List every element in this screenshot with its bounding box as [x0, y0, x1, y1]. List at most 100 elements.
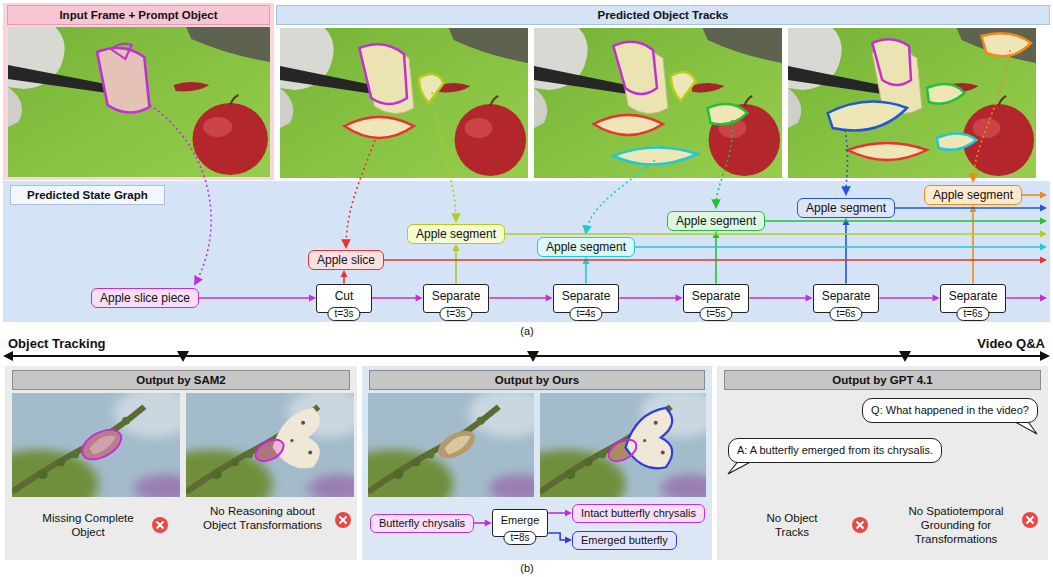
panel-heading: Predicted State Graph — [10, 185, 165, 205]
panel-heading: Output by Ours — [369, 370, 705, 390]
state-node: Apple segment — [407, 224, 505, 244]
art-shape — [444, 436, 470, 455]
panel-heading: Input Frame + Prompt Object — [7, 5, 270, 25]
node-label: Separate — [949, 289, 998, 303]
connector — [619, 295, 682, 302]
connector-line — [845, 224, 847, 284]
art-shape — [505, 388, 721, 519]
art-shape — [671, 72, 696, 101]
connector — [452, 244, 459, 284]
art-shape — [0, 388, 195, 519]
art-shape — [340, 517, 347, 524]
pointer-arrow — [586, 160, 655, 233]
arrow-head — [309, 295, 316, 302]
art-shape — [335, 512, 351, 528]
node-label: Apple segment — [416, 227, 496, 241]
caption-label: Missing Complete Object — [28, 512, 148, 540]
art-shape — [252, 435, 288, 465]
panel: Output by OursButterfly chrysalis Emerget… — [362, 366, 712, 560]
connector-line — [879, 297, 933, 299]
node-label: t=5s — [706, 308, 725, 320]
node-label: Apple slice — [317, 253, 375, 267]
spectrum-axis — [3, 351, 1050, 362]
art-shape — [150, 388, 369, 519]
arrow-head — [676, 295, 683, 302]
art-shape — [1027, 517, 1034, 524]
art-shape — [534, 28, 782, 178]
art-shape — [12, 355, 1041, 357]
caption-label: Video Q&A — [895, 336, 1045, 352]
node-label: t=4s — [576, 308, 595, 320]
state-lane — [895, 205, 1047, 212]
pointer-arrow — [716, 120, 732, 207]
node-label: Cut — [325, 289, 363, 303]
pointer-arrow — [973, 50, 1010, 181]
video-frame — [788, 28, 1036, 178]
connector-line — [343, 276, 345, 284]
pointer-arrow — [432, 92, 456, 221]
arrow-head — [1040, 192, 1047, 199]
fail-mark — [1022, 512, 1038, 528]
panel: Input Frame + Prompt Object — [3, 3, 274, 180]
node-label: t=3s — [446, 308, 465, 320]
caption-label: Object Tracking — [8, 336, 168, 352]
node-label: t=6s — [963, 308, 982, 320]
caption-label: (a) — [497, 325, 557, 338]
connector — [199, 295, 316, 302]
art-shape — [788, 28, 1036, 178]
connector-line — [474, 522, 486, 524]
node-label: Separate — [562, 289, 611, 303]
connector — [969, 205, 976, 284]
node-label: Separate — [692, 289, 741, 303]
connector — [712, 231, 719, 284]
connector-line — [199, 297, 310, 299]
connector — [842, 218, 849, 284]
node-label: Apple slice piece — [100, 291, 190, 305]
connector — [548, 533, 572, 544]
panel-ground — [3, 181, 1050, 322]
arrow-head — [341, 270, 348, 277]
art-shape — [3, 351, 13, 361]
panel: Predicted Object Tracks — [276, 3, 1050, 179]
art-shape — [654, 421, 658, 425]
art-shape — [111, 44, 132, 59]
state-node: Apple segment — [537, 237, 635, 257]
connector-line — [489, 297, 546, 299]
node-label: Q: What happened in the video? — [871, 404, 1029, 417]
speech-bubble: Q: What happened in the video? — [862, 398, 1038, 423]
state-node: Intact butterfly chrysalis — [572, 504, 705, 523]
node-label: Apple segment — [546, 240, 626, 254]
arrow-head — [416, 295, 423, 302]
art-shape — [1022, 512, 1038, 528]
art-shape — [1040, 351, 1050, 361]
art-shape — [927, 84, 965, 104]
pointer-arrow — [845, 130, 848, 194]
art-shape — [8, 27, 270, 177]
state-lane — [635, 244, 1047, 251]
node-label: Apple segment — [676, 214, 756, 228]
connector-line — [1022, 194, 1041, 196]
arrow-head — [1040, 257, 1047, 264]
state-node: Apple segment — [797, 198, 895, 218]
state-lane — [1006, 295, 1047, 302]
state-node: Butterfly chrysalis — [370, 514, 474, 533]
art-shape — [981, 33, 1031, 56]
time-pill: t=3s — [439, 307, 472, 321]
art-shape — [852, 517, 868, 533]
state-node: Apple slice — [308, 250, 384, 270]
arrow-head — [1040, 218, 1047, 225]
panel-heading: Output by SAM2 — [12, 370, 350, 390]
node-label: Apple segment — [806, 201, 886, 215]
event-box: Emerget=8s — [492, 509, 549, 537]
connector-line — [372, 297, 417, 299]
event-box: Cutt=3s — [316, 284, 372, 313]
video-frame — [8, 27, 270, 177]
state-node: Apple segment — [924, 185, 1022, 205]
state-lane — [1022, 192, 1047, 199]
time-pill: t=4s — [569, 307, 602, 321]
fail-mark — [852, 517, 868, 533]
node-label: Apple segment — [933, 188, 1013, 202]
connector-line — [635, 246, 1041, 248]
art-shape — [872, 39, 911, 85]
